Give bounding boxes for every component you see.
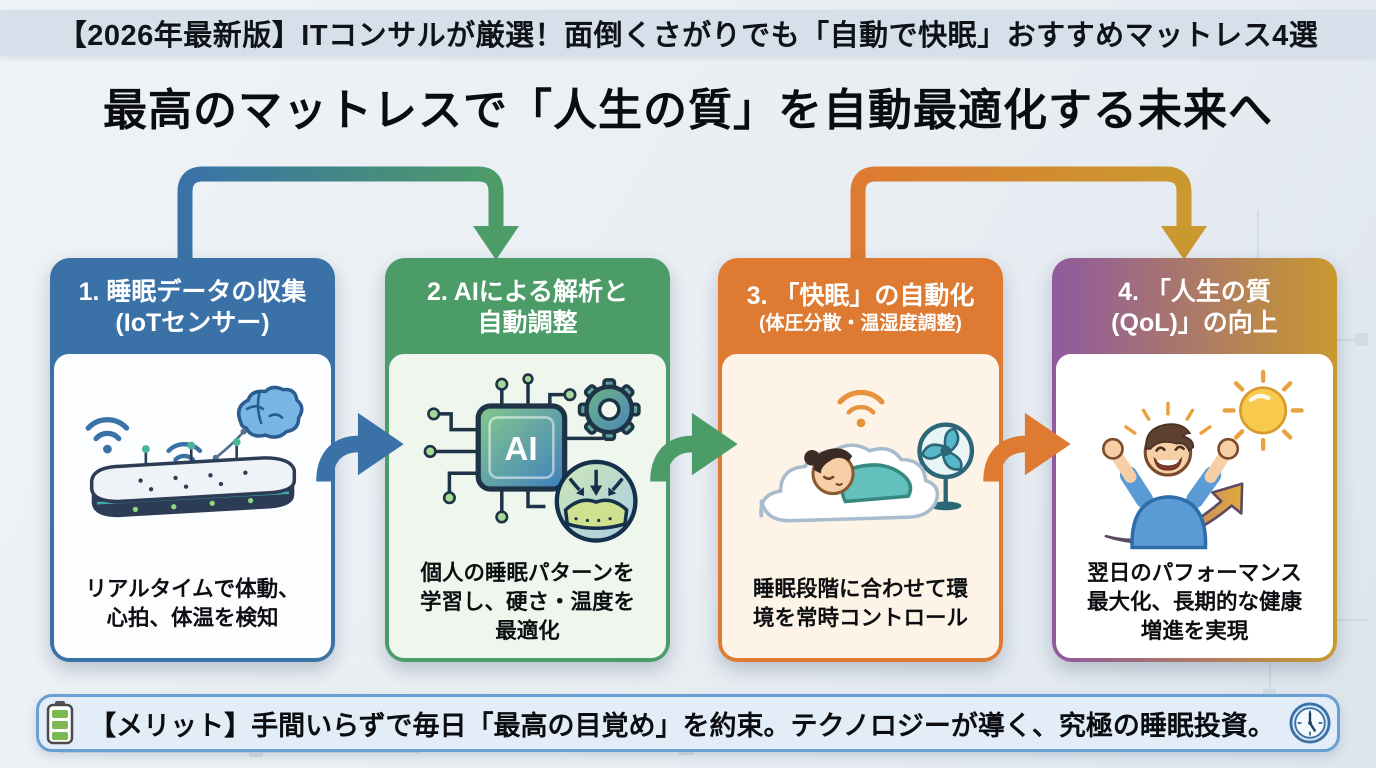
- benefit-banner: 【メリット】手間いらずで毎日「最高の目覚め」を約束。テクノロジーが導く、究極の睡…: [36, 694, 1340, 752]
- page-title: 最高のマットレスで「人生の質」を自動最適化する未来へ: [103, 86, 1273, 135]
- sleeping-person-illustration: [722, 354, 999, 562]
- gear-icon: [577, 378, 641, 442]
- step-1-description: リアルタイムで体動、 心拍、体温を検知: [85, 576, 300, 630]
- step-3-header-line1: 3. 「快眠」の自動化: [746, 281, 975, 310]
- step-3-header: 3. 「快眠」の自動化 (体圧分散・温湿度調整): [722, 262, 999, 354]
- step-1-header: 1. 睡眠データの収集 (IoTセンサー): [54, 262, 331, 354]
- flow-arrow-step1-to-step2: [316, 412, 404, 482]
- step-2-description: 個人の睡眠パターンを 学習し、硬さ・温度を 最適化: [419, 560, 635, 643]
- excitement-rays: [1123, 402, 1212, 436]
- step-3-description: 睡眠段階に合わせて環 境を常時コントロール: [752, 576, 968, 630]
- happy-person-icon: [1101, 423, 1239, 550]
- step-4-header-line1: 4. 「人生の質: [1118, 278, 1271, 306]
- ai-chip-label: AI: [504, 432, 537, 469]
- mattress-icon: [89, 438, 296, 518]
- step-card-1: 1. 睡眠データの収集 (IoTセンサー): [50, 258, 335, 662]
- step-1-header-line2: (IoTセンサー): [115, 309, 270, 337]
- step-2-header: 2. AIによる解析と 自動調整: [389, 262, 666, 354]
- step-4-header: 4. 「人生の質 (QoL)」の向上: [1056, 262, 1333, 354]
- step-2-content: AI: [389, 354, 666, 658]
- step-4-description: 翌日のパフォーマンス 最大化、長期的な健康 増進を実現: [1086, 560, 1302, 643]
- flow-arrow-step2-to-step3: [650, 412, 738, 482]
- wifi-icon: [85, 417, 129, 442]
- fan-icon: [916, 422, 974, 511]
- step-card-3: 3. 「快眠」の自動化 (体圧分散・温湿度調整): [718, 258, 1003, 662]
- step-3-header-line2: (体圧分散・温湿度調整): [759, 312, 962, 334]
- step-4-content: 翌日のパフォーマンス 最大化、長期的な健康 増進を実現: [1056, 354, 1333, 658]
- battery-icon: [46, 701, 74, 745]
- happy-person-illustration: [1056, 354, 1333, 559]
- step-card-4: 4. 「人生の質 (QoL)」の向上: [1052, 258, 1337, 662]
- iot-mattress-illustration: [54, 354, 331, 562]
- step-3-content: 睡眠段階に合わせて環 境を常時コントロール: [722, 354, 999, 658]
- pressure-dispersion-icon: [554, 460, 638, 544]
- connector-arrow-step3-to-step4: [850, 166, 1207, 260]
- sun-icon: [1222, 370, 1304, 452]
- step-2-header-line2: 自動調整: [477, 309, 578, 337]
- brain-icon: [236, 385, 303, 439]
- ai-chip-icon: AI: [475, 403, 567, 493]
- top-banner-text: 【2026年最新版】ITコンサルが厳選！面倒くさがりでも「自動で快眠」おすすめマ…: [57, 20, 1319, 52]
- benefit-text: 【メリット】手間いらずで毎日「最高の目覚め」を約束。テクノロジーが導く、究極の睡…: [89, 710, 1275, 741]
- connector-arrow-step1-to-step2: [177, 166, 519, 260]
- step-4-header-line2: (QoL)」の向上: [1111, 309, 1278, 337]
- top-banner: 【2026年最新版】ITコンサルが厳選！面倒くさがりでも「自動で快眠」おすすめマ…: [0, 10, 1376, 56]
- step-2-header-line1: 2. AIによる解析と: [426, 278, 629, 306]
- wifi-icon: [165, 441, 202, 462]
- ai-chip-illustration: AI: [389, 354, 666, 559]
- sleeping-person-icon: [803, 448, 912, 504]
- circuit-traces: [434, 382, 603, 513]
- step-1-header-line1: 1. 睡眠データの収集: [78, 278, 307, 306]
- clock-icon: [1289, 702, 1331, 744]
- wifi-icon: [836, 389, 885, 415]
- flow-arrow-step3-to-step4: [983, 412, 1071, 482]
- step-1-content: リアルタイムで体動、 心拍、体温を検知: [54, 354, 331, 658]
- step-card-2: 2. AIによる解析と 自動調整: [385, 258, 670, 662]
